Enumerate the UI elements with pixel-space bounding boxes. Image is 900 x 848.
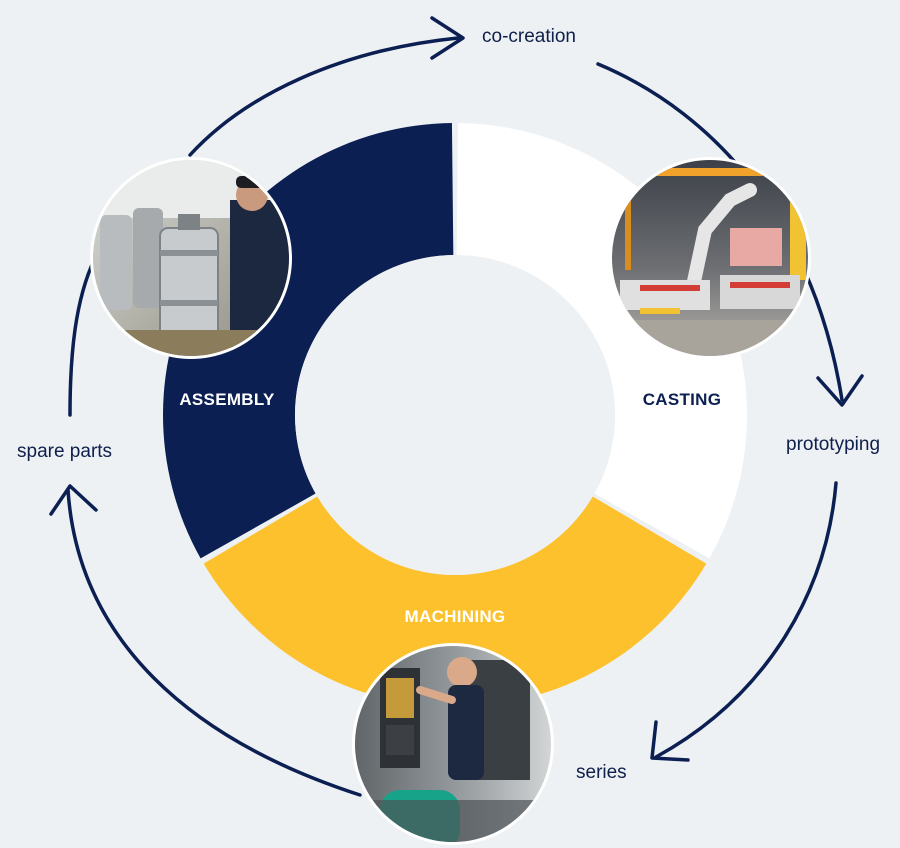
segment-label-assembly: ASSEMBLY <box>179 390 275 409</box>
segment-label-machining: MACHINING <box>405 607 506 626</box>
arrow-to-spare-parts <box>49 484 362 797</box>
line-from-spare-parts <box>68 256 97 417</box>
step-label-co-creation: co-creation <box>482 26 576 47</box>
casting-photo <box>609 157 811 359</box>
arrow-to-series <box>650 481 838 762</box>
donut-center <box>295 255 615 575</box>
arrow-to-co-creation <box>188 16 465 157</box>
step-label-prototyping: prototyping <box>786 434 881 455</box>
step-label-spare-parts: spare parts <box>17 441 113 462</box>
segment-label-casting: CASTING <box>643 390 722 409</box>
segment-machining <box>203 496 707 707</box>
step-label-series: series <box>576 762 627 783</box>
